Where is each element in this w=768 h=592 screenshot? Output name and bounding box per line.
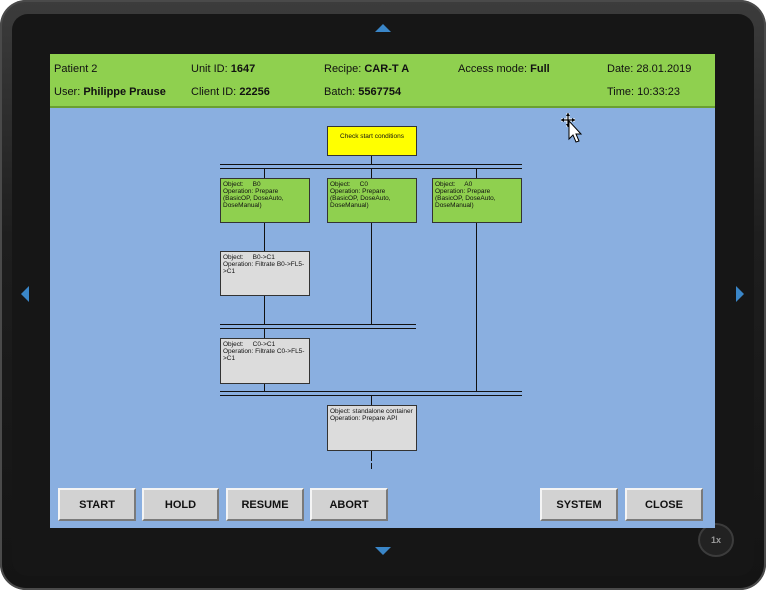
abort-button[interactable]: ABORT — [310, 488, 388, 521]
filtrate-c0-c1-node[interactable]: Object: C0->C1 Operation: Filtrate C0->F… — [220, 338, 310, 384]
unit-label: Unit ID: — [191, 63, 228, 75]
connector-line — [371, 169, 372, 178]
date: Date: 28.01.2019 — [607, 63, 691, 75]
nav-up-arrow-icon[interactable] — [375, 24, 391, 32]
user-name: Philippe Prause — [83, 86, 166, 98]
hmi-screen: Patient 2 User: Philippe Prause Unit ID:… — [50, 54, 715, 528]
client-id: Client ID: 22256 — [191, 86, 270, 98]
access-label: Access mode: — [458, 63, 528, 75]
date-label: Date: — [607, 63, 634, 75]
unit-value: 1647 — [230, 63, 256, 75]
recipe-value: CAR-T A — [364, 63, 410, 75]
connector-line — [264, 296, 265, 325]
check-start-conditions-node[interactable]: Check start conditions — [327, 126, 417, 156]
connector-line — [264, 223, 265, 251]
standalone-container-node[interactable]: Object: standalone container Operation: … — [327, 405, 417, 451]
prepare-c0-node[interactable]: Object: C0 Operation: Prepare (BasicOP, … — [327, 178, 417, 223]
start-button[interactable]: START — [58, 488, 136, 521]
recipe-label: Recipe: — [324, 63, 362, 75]
time-value: 10:33:23 — [637, 86, 680, 98]
connector-line — [264, 169, 265, 178]
user-label: User: — [54, 86, 81, 98]
date-value: 28.01.2019 — [636, 63, 692, 75]
access-mode: Access mode: Full — [458, 63, 550, 75]
time-label: Time: — [607, 86, 635, 98]
parallel-join-bar — [220, 391, 522, 396]
hold-button[interactable]: HOLD — [142, 488, 219, 521]
connector-line — [371, 396, 372, 405]
status-header: Patient 2 User: Philippe Prause Unit ID:… — [50, 54, 715, 108]
connector-line — [371, 156, 372, 165]
time: Time: 10:33:23 — [607, 86, 680, 98]
connector-line — [264, 384, 265, 392]
connector-line — [371, 451, 372, 461]
close-button[interactable]: CLOSE — [625, 488, 703, 521]
batch-label: Batch: — [324, 86, 356, 98]
prepare-a0-node[interactable]: Object: A0 Operation: Prepare (BasicOP, … — [432, 178, 522, 223]
parallel-join-bar — [220, 324, 416, 329]
client-value: 22256 — [239, 86, 270, 98]
batch-value: 5567754 — [358, 86, 402, 98]
nav-left-arrow-icon[interactable] — [21, 286, 29, 302]
connector-line — [476, 169, 477, 178]
zoom-badge[interactable]: 1x — [698, 523, 734, 557]
prepare-b0-node[interactable]: Object: B0 Operation: Prepare (BasicOP, … — [220, 178, 310, 223]
patient-label: Patient 2 — [54, 63, 98, 75]
client-label: Client ID: — [191, 86, 237, 98]
connector-line — [371, 463, 372, 469]
recipe: Recipe: CAR-T A — [324, 63, 409, 75]
access-value: Full — [530, 63, 550, 75]
filtrate-b0-c1-node[interactable]: Object: B0->C1 Operation: Filtrate B0->F… — [220, 251, 310, 296]
nav-right-arrow-icon[interactable] — [736, 286, 744, 302]
mouse-cursor-icon — [561, 113, 583, 143]
system-button[interactable]: SYSTEM — [540, 488, 618, 521]
nav-down-arrow-icon[interactable] — [375, 547, 391, 555]
user-info: User: Philippe Prause — [54, 86, 166, 98]
resume-button[interactable]: RESUME — [226, 488, 304, 521]
connector-line — [371, 223, 372, 325]
parallel-split-bar — [220, 164, 522, 169]
unit-id: Unit ID: 1647 — [191, 63, 255, 75]
connector-line — [264, 329, 265, 338]
connector-line — [476, 223, 477, 392]
batch: Batch: 5567754 — [324, 86, 401, 98]
